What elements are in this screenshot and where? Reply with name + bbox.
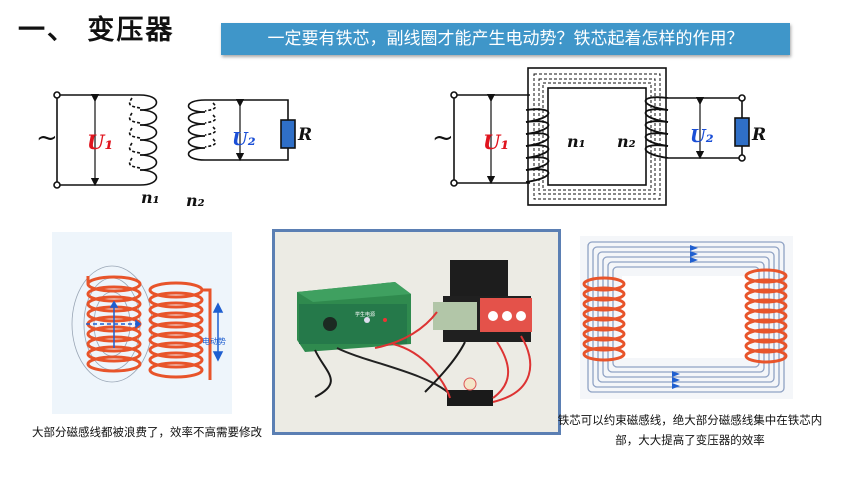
n2-label-2: n₂: [617, 132, 636, 151]
right-caption: 铁芯可以约束磁感线，绝大部分磁感线集中在铁芯内部，大大提高了变压器的效率: [557, 413, 823, 447]
u2-label-2: U₂: [690, 126, 714, 147]
iron-core-drawing: [582, 241, 788, 393]
question-banner: 一定要有铁芯，副线圈才能产生电动势？铁芯起着怎样的作用？: [221, 23, 790, 55]
resistor-label-2: R: [751, 125, 766, 145]
slide-title: 一、 变压器: [18, 15, 175, 46]
u1-label-2: U₁: [483, 130, 509, 154]
left-caption: 大部分磁感线都被浪费了，效率不高需要修改: [32, 425, 262, 439]
ac-source-symbol-2: ~: [432, 123, 454, 153]
ac-source-symbol: ~: [36, 123, 58, 153]
u2-label: U₂: [232, 129, 256, 150]
n2-label: n₂: [186, 191, 205, 210]
lab-apparatus-photo: 学生电源: [272, 229, 561, 435]
primary-coil: [128, 94, 158, 186]
u1-label: U₁: [87, 130, 113, 154]
primary-coil-on-core: [525, 108, 550, 183]
n1-label: n₁: [141, 188, 160, 207]
power-supply-label: 学生电源: [355, 311, 375, 318]
iron-core: [527, 67, 667, 206]
air-core-flux-illustration: 电动势: [52, 232, 232, 414]
iron-core-flux-illustration: [580, 236, 793, 399]
coil-flux-drawing: 电动势: [71, 265, 226, 383]
emf-label: 电动势: [202, 336, 226, 346]
resistor-label: R: [297, 125, 312, 145]
secondary-coil-on-core: [644, 96, 669, 159]
apparatus-drawing: 学生电源: [275, 232, 558, 432]
air-core-transformer-diagram: [53, 91, 296, 189]
secondary-coil: [187, 99, 217, 161]
iron-core-transformer-diagram: [450, 67, 750, 206]
n1-label-2: n₁: [567, 132, 586, 151]
circuit-diagrams: ~ U₁ U₂ R n₁ n₂: [36, 67, 766, 210]
